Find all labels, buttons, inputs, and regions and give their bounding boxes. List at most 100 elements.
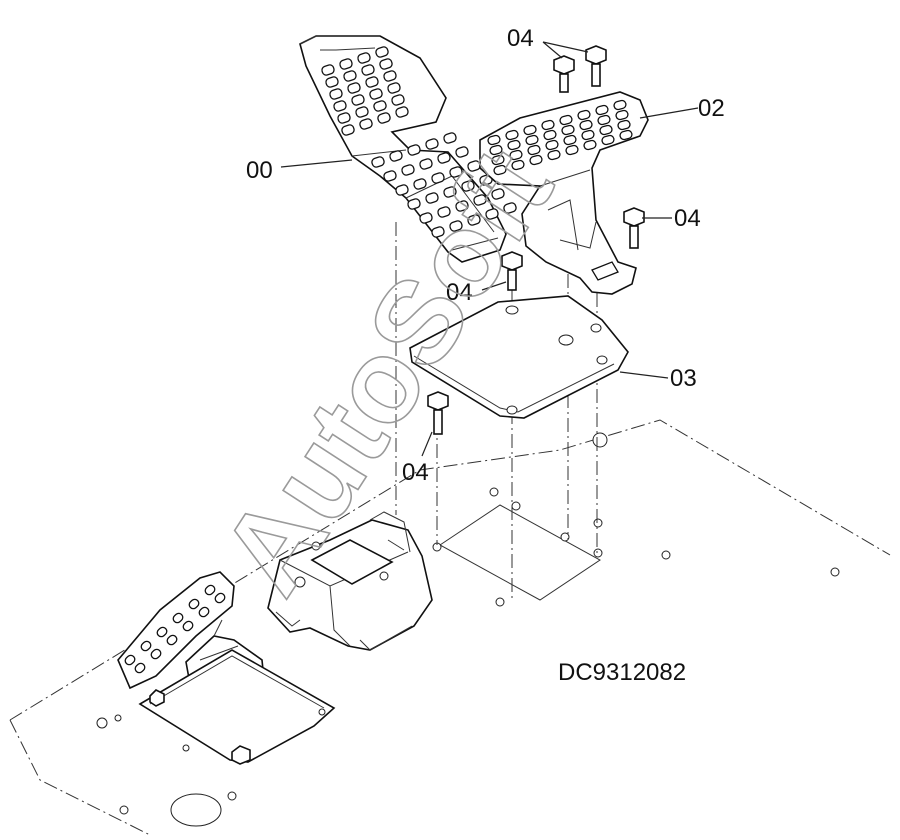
- tread-pad: [188, 598, 200, 610]
- tread-pad: [357, 52, 371, 64]
- grommet: [170, 793, 222, 827]
- tread-pad: [419, 158, 433, 170]
- tread-pad: [503, 202, 517, 214]
- tread-pad: [407, 144, 421, 156]
- tread-pad: [413, 178, 427, 190]
- tread-pad: [140, 640, 152, 652]
- assembled-pedal-tread-pads: [124, 584, 226, 674]
- bolt-04-e: [427, 391, 449, 435]
- bolt-04-c: [623, 207, 645, 249]
- tread-pad: [373, 100, 387, 112]
- tread-pad: [347, 82, 361, 94]
- tread-pad: [156, 626, 168, 638]
- tread-pad: [359, 118, 373, 130]
- tread-pad: [527, 144, 541, 156]
- tread-pad: [369, 88, 383, 100]
- tread-pad: [599, 124, 613, 136]
- tread-pad: [523, 124, 537, 136]
- tread-pad: [407, 198, 421, 210]
- tread-pad: [543, 129, 557, 141]
- bolt-04-b: [585, 45, 607, 87]
- tread-pad: [391, 94, 405, 106]
- valve-block: [267, 511, 433, 651]
- tread-pad: [437, 206, 451, 218]
- tread-pad: [361, 64, 375, 76]
- tread-pad: [425, 192, 439, 204]
- label-bolt-04-top: 04: [507, 25, 534, 52]
- tread-pad: [214, 592, 226, 604]
- tread-pad: [437, 152, 451, 164]
- tread-pad: [461, 180, 475, 192]
- label-pedal-02: 02: [698, 95, 725, 122]
- tread-pad: [473, 194, 487, 206]
- drawing-code: DC9312082: [558, 659, 686, 686]
- tread-pad: [355, 106, 369, 118]
- tread-pad: [329, 88, 343, 100]
- tread-pad: [601, 134, 615, 146]
- tread-pad: [581, 129, 595, 141]
- label-pedal-00: 00: [246, 157, 273, 184]
- tread-pad: [511, 159, 525, 171]
- tread-pad: [467, 214, 481, 226]
- assembled-pedal: [117, 571, 336, 765]
- leader-lines: [280, 41, 699, 457]
- tread-pad: [389, 150, 403, 162]
- tread-pad: [613, 99, 627, 111]
- tread-pad: [321, 64, 335, 76]
- tread-pad: [383, 70, 397, 82]
- tread-pad: [431, 226, 445, 238]
- tread-pad: [431, 172, 445, 184]
- tread-pad: [455, 146, 469, 158]
- tread-pad: [134, 662, 146, 674]
- tread-pad: [619, 129, 633, 141]
- plate-03: [409, 295, 629, 419]
- tread-pad: [337, 112, 351, 124]
- tread-pad: [419, 212, 433, 224]
- tread-pad: [507, 139, 521, 151]
- tread-pad: [565, 144, 579, 156]
- tread-pad: [563, 134, 577, 146]
- tread-pad: [487, 134, 501, 146]
- label-bolt-04-right: 04: [674, 205, 701, 232]
- tread-pad: [383, 170, 397, 182]
- tread-pad: [395, 184, 409, 196]
- tread-pad: [198, 606, 210, 618]
- tread-pad: [333, 100, 347, 112]
- label-bolt-04-mid: 04: [446, 279, 473, 306]
- tread-pad: [489, 144, 503, 156]
- tread-pad: [172, 612, 184, 624]
- label-plate-03: 03: [670, 365, 697, 392]
- tread-pad: [443, 132, 457, 144]
- tread-pad: [455, 200, 469, 212]
- label-bolt-04-bottom: 04: [402, 459, 429, 486]
- pedal-02-tread-pads: [487, 99, 633, 176]
- tread-pad: [595, 104, 609, 116]
- tread-pad: [505, 129, 519, 141]
- tread-pad: [579, 119, 593, 131]
- tread-pad: [449, 166, 463, 178]
- tread-pad: [547, 149, 561, 161]
- tread-pad: [379, 58, 393, 70]
- tread-pad: [425, 138, 439, 150]
- tread-pad: [375, 46, 389, 58]
- tread-pad: [124, 654, 136, 666]
- tread-pad: [597, 114, 611, 126]
- tread-pad: [525, 134, 539, 146]
- tread-pad: [365, 76, 379, 88]
- tread-pad: [351, 94, 365, 106]
- tread-pad: [150, 648, 162, 660]
- tread-pad: [491, 154, 505, 166]
- tread-pad: [561, 124, 575, 136]
- tread-pad: [559, 114, 573, 126]
- tread-pad: [395, 106, 409, 118]
- bolt-04-d: [501, 251, 523, 291]
- tread-pad: [387, 82, 401, 94]
- tread-pad: [493, 164, 507, 176]
- tread-pad: [401, 164, 415, 176]
- tread-pad: [443, 186, 457, 198]
- tread-pad: [583, 139, 597, 151]
- tread-pad: [617, 119, 631, 131]
- tread-pad: [371, 156, 385, 168]
- tread-pad: [509, 149, 523, 161]
